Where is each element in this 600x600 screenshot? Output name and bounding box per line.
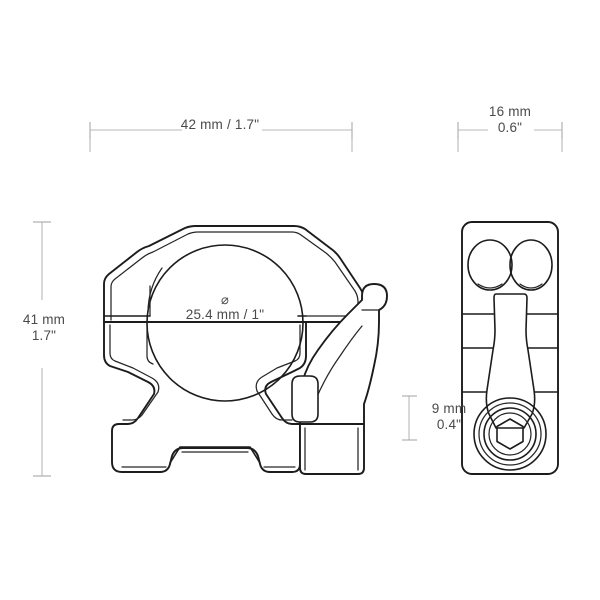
dimension-width-text: 42 mm / 1.7" <box>180 117 260 132</box>
ring-upper-cap-inner-profile <box>110 231 359 321</box>
dimension-label-base-height: 9 mm 0.4" <box>414 401 484 433</box>
dimension-depth-mm: 16 mm <box>488 104 532 119</box>
dimension-height-in: 1.7" <box>31 327 57 343</box>
dimension-base-in: 0.4" <box>436 416 462 432</box>
clamp-lever-pivot-boss <box>291 375 319 423</box>
hex-socket-recess <box>496 418 524 450</box>
dimension-width-42 <box>89 122 353 152</box>
dimension-height-mm: 41 mm <box>22 312 66 327</box>
screw-hole-right-chamfer <box>519 283 543 289</box>
dimension-label-width: 42 mm / 1.7" <box>150 117 290 133</box>
clamp-lever-body <box>299 283 388 425</box>
ring-split-line-right <box>297 315 307 323</box>
hex-screw-ring-3 <box>483 407 537 461</box>
hex-screw-ring-outer <box>473 397 547 471</box>
hex-screw-ring-2 <box>478 402 542 466</box>
dimension-height-41 <box>33 221 51 477</box>
screw-hole-left-chamfer <box>477 283 503 289</box>
screw-hole-right <box>509 239 553 291</box>
dimension-label-bore-diameter: ⌀ 25.4 mm / 1" <box>160 293 290 323</box>
side-elevation-view <box>461 221 559 475</box>
dimension-bore-text: 25.4 mm / 1" <box>185 307 265 322</box>
hex-screw-ring-4 <box>488 412 532 456</box>
ring-lower-body-outline <box>103 321 307 473</box>
dimension-label-height: 41 mm 1.7" <box>8 312 80 344</box>
screw-hole-left <box>467 239 513 291</box>
dimension-label-depth: 16 mm 0.6" <box>470 104 550 136</box>
clamp-lever-base-block <box>299 423 365 475</box>
ring-lower-body-inner-line <box>109 324 160 421</box>
ring-split-line-left <box>103 285 154 365</box>
dimension-base-9 <box>402 395 417 441</box>
diameter-symbol-icon: ⌀ <box>220 292 230 307</box>
hex-socket-screw <box>473 397 547 471</box>
front-elevation-view <box>103 225 388 475</box>
recoil-groove <box>169 446 261 464</box>
dimension-depth-16 <box>457 122 563 152</box>
dimension-depth-in: 0.6" <box>497 119 523 135</box>
dimension-base-mm: 9 mm <box>431 401 467 416</box>
ring-bore-wall-arc <box>147 267 163 313</box>
ring-lower-body-inner-line-right <box>255 324 301 421</box>
lever-arm <box>485 293 536 429</box>
